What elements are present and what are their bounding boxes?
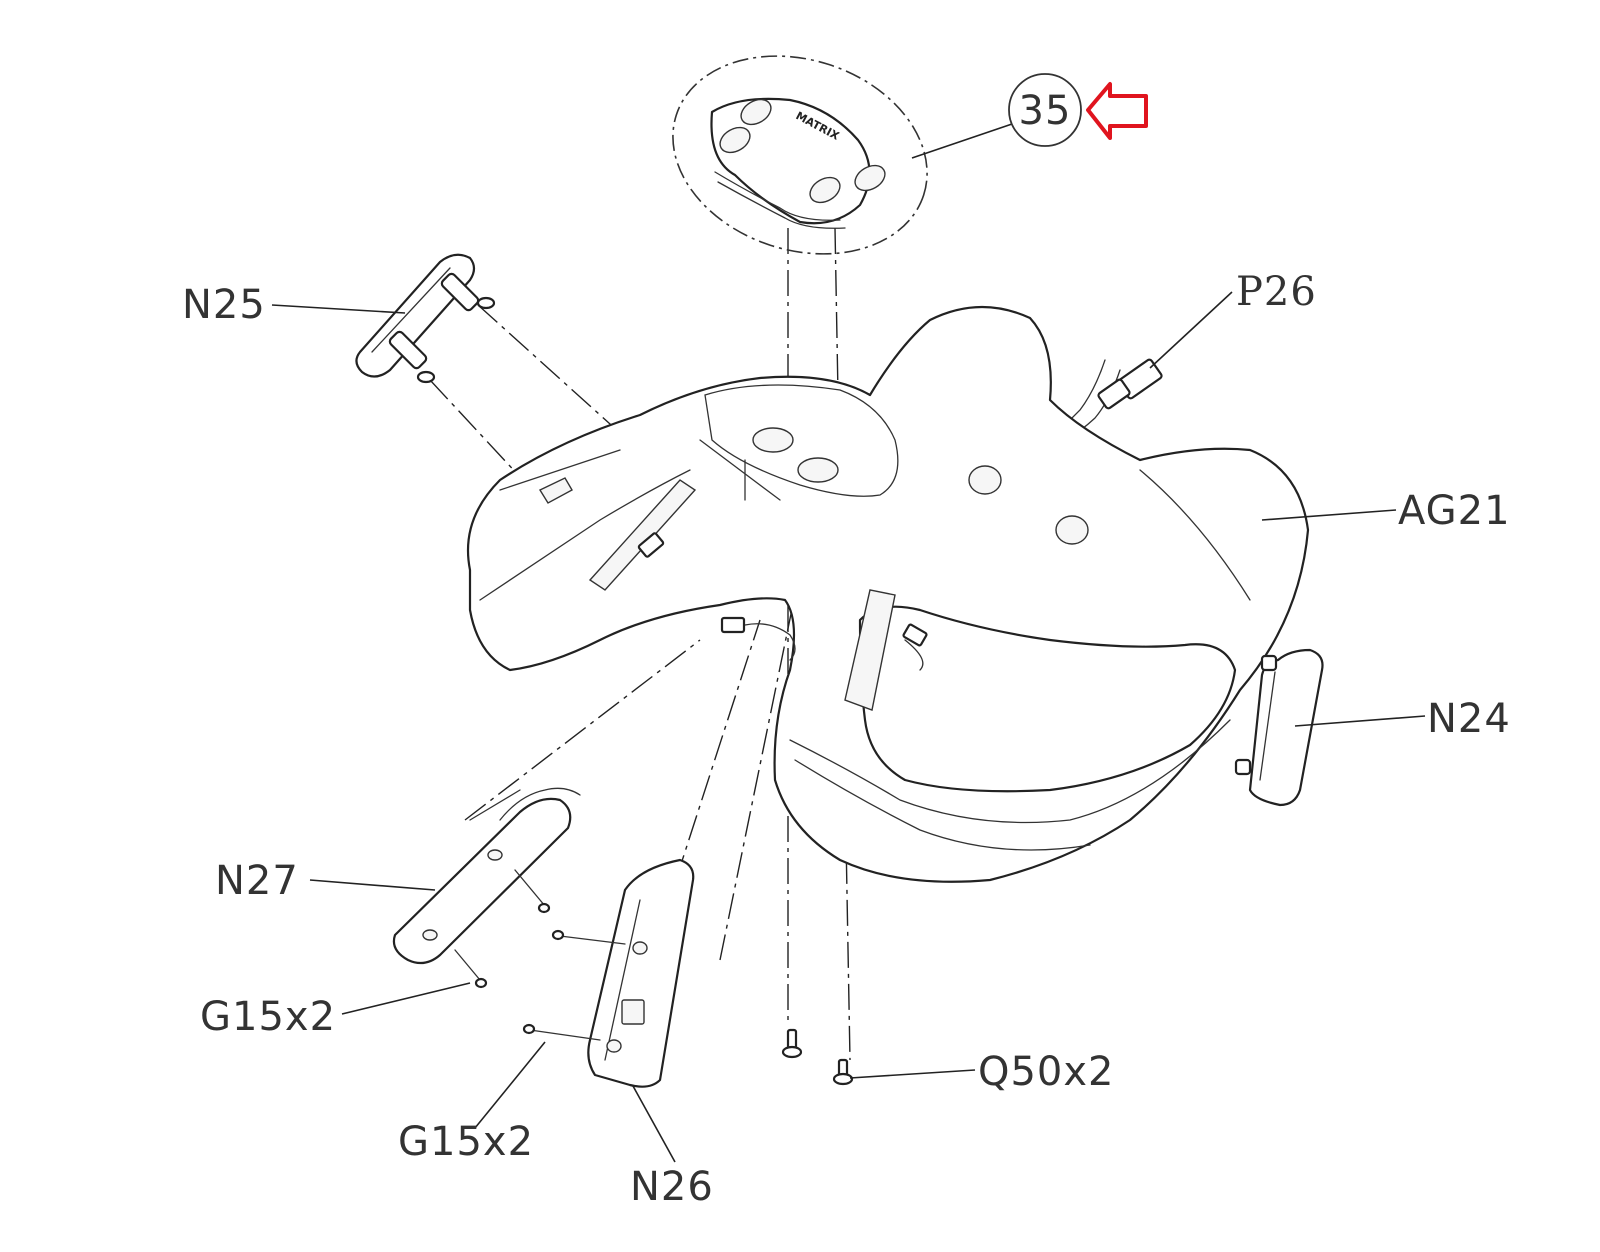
label-n24: N24 — [1427, 696, 1511, 742]
label-n27: N27 — [215, 858, 299, 904]
end-cap-n24 — [1234, 648, 1324, 807]
callout-35: 35 — [911, 73, 1148, 159]
label-ag21: AG21 — [1398, 488, 1511, 534]
label-p26: P26 — [1236, 269, 1317, 315]
part-labels: N25 P26 AG21 N24 N27 G15x2 G15x2 N26 Q50… — [182, 269, 1511, 1210]
screws-q50 — [781, 1028, 854, 1086]
label-g15-bottom: G15x2 — [398, 1119, 534, 1165]
callout-circle — [1008, 73, 1082, 147]
label-q50: Q50x2 — [978, 1049, 1115, 1095]
side-cover-n26 — [522, 858, 695, 1088]
callout-number: 35 — [1019, 88, 1072, 134]
bracket-n27 — [392, 787, 581, 989]
label-n26: N26 — [630, 1164, 714, 1210]
bracket-n25 — [355, 253, 496, 384]
red-arrow-icon — [1086, 82, 1148, 140]
label-g15-left: G15x2 — [200, 994, 336, 1040]
label-n25: N25 — [182, 282, 266, 328]
keypad-35: MATRIX — [672, 55, 928, 255]
console-cover-ag21 — [466, 305, 1310, 883]
